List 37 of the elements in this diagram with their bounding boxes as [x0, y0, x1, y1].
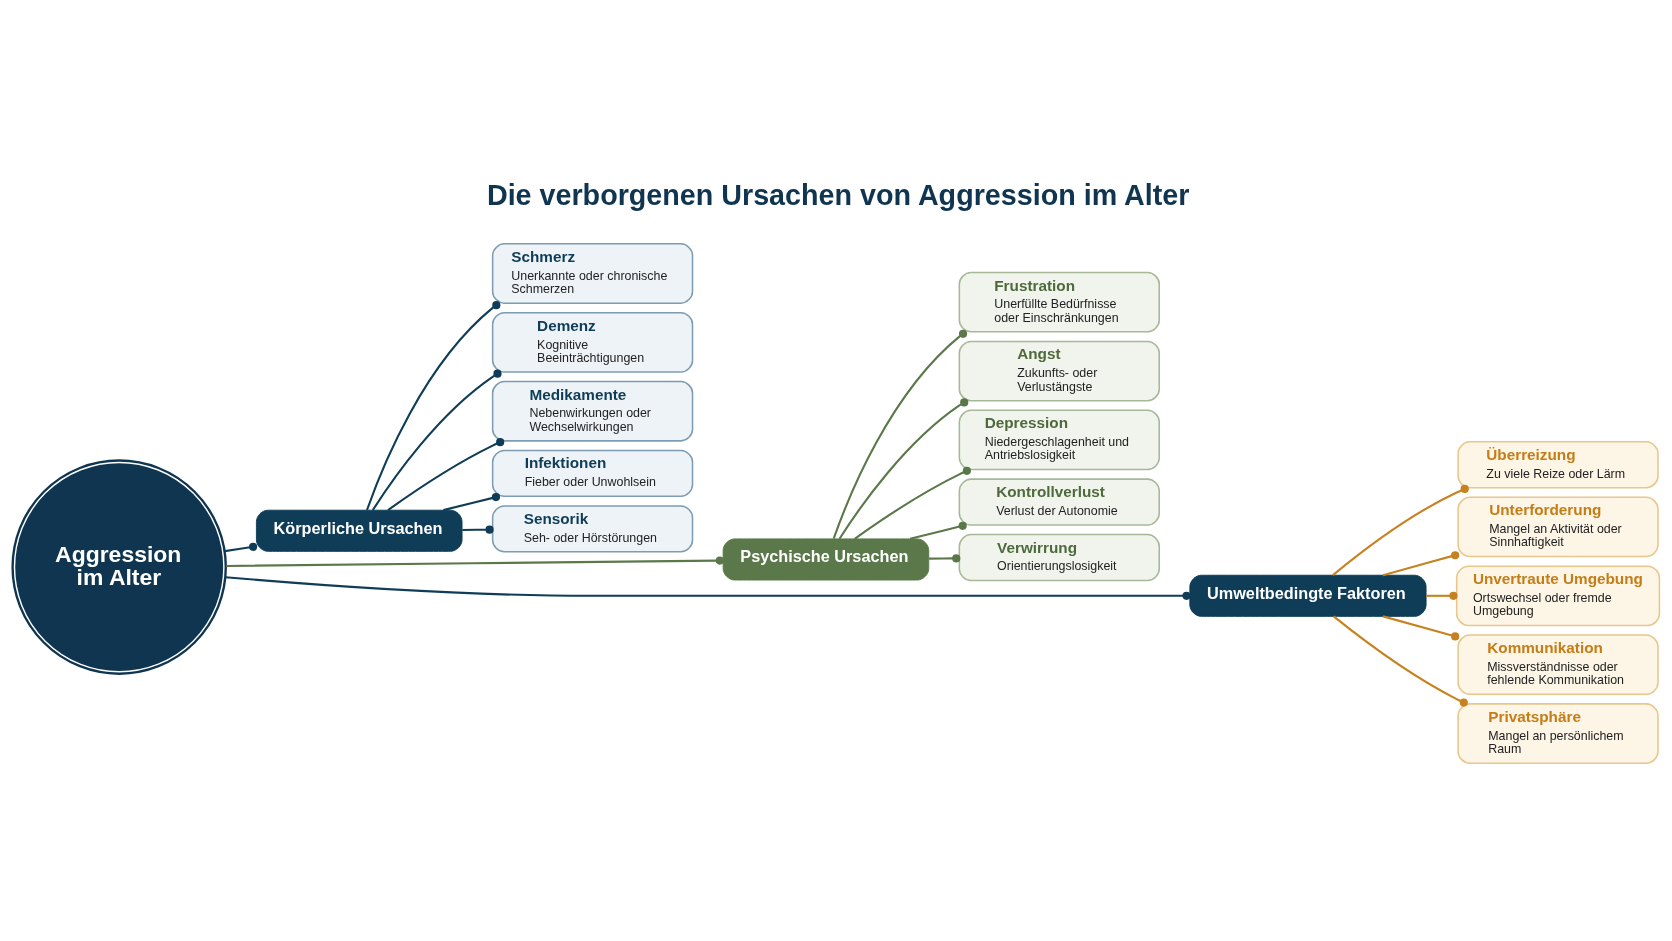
connector	[832, 329, 968, 539]
node-box: Umweltbedingte Faktoren	[1189, 574, 1427, 617]
node-box: Körperliche Ursachen	[255, 509, 463, 552]
connector	[838, 397, 969, 539]
node-box: Depression Niedergeschlagenheit und Antriebslosigkeit	[958, 409, 1160, 470]
node-box: Medikamente Nebenwirkungen oder Wechselwirkungen	[491, 380, 694, 442]
node-box: Demenz Kognitive Beeinträchtigungen	[491, 311, 694, 373]
node-box: Frustration Unerfüllte Bedürfnisse oder Einschränkungen	[958, 271, 1160, 333]
diagram-title: Die verborgenen Ursachen von Aggression im Alter	[486, 178, 1190, 211]
node-box: Sensorik Seh- oder Hörstörungen	[491, 504, 694, 553]
connector	[854, 466, 971, 540]
node-box: Kommunikation Missverständnisse oder fehlende Kommunikation	[1457, 633, 1659, 695]
node-box: Kontrollverlust Verlust der Autonomie	[958, 477, 1160, 526]
connector	[226, 556, 724, 567]
node-box: Schmerz Unerkannte oder chronische Schmerzen	[491, 242, 694, 304]
connector	[443, 492, 501, 511]
connector	[371, 369, 502, 511]
connector	[1332, 484, 1469, 576]
connector	[224, 542, 258, 552]
connector	[1426, 591, 1458, 600]
connector	[929, 553, 961, 562]
connector	[225, 575, 1191, 600]
node-box: Privatsphäre Mangel an persönlichem Raum	[1457, 702, 1659, 764]
connector	[387, 437, 505, 511]
connector	[909, 521, 967, 540]
connector	[462, 525, 494, 534]
node-box: Unvertraute Umgebung Ortswechsel oder fremde Umgebung	[1455, 564, 1661, 626]
node-box: Überreizung Zu viele Reize oder Lärm	[1457, 440, 1659, 488]
connector	[1333, 615, 1468, 707]
connector	[1382, 614, 1460, 640]
node-box: Infektionen Fieber oder Unwohlsein	[491, 449, 694, 497]
connector	[366, 300, 501, 510]
connector	[1382, 550, 1460, 576]
node-box: Verwirrung Orientierungslosigkeit	[958, 533, 1160, 581]
node-box: Unterforderung Mangel an Aktivität oder Sinnhaftigkeit	[1457, 496, 1659, 557]
node-box: Psychische Ursachen	[722, 537, 930, 580]
node-box: Angst Zukunfts- oder Verlustängste	[958, 340, 1160, 401]
